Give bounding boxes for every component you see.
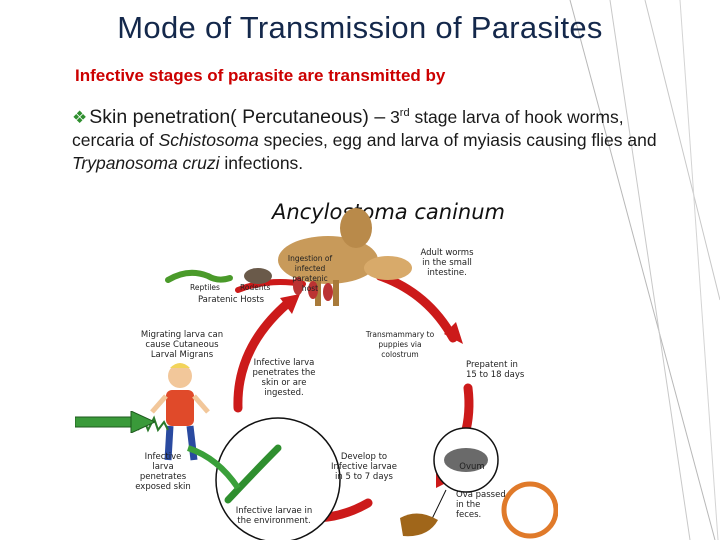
label-paratenic-hosts: Paratenic Hosts [197,295,265,305]
label-ingestion: Ingestion of infected paratenic host [287,254,333,293]
cycle-arrow-top [375,271,458,343]
dog-illustration [278,208,412,306]
life-cycle-diagram [137,208,558,540]
slide-title: Mode of Transmission of Parasites [117,10,603,45]
lead-text: Skin penetration( Percutaneous) – [89,105,386,128]
label-infective-env: Infective larvae in the environment. [235,506,313,526]
cycle-arrow-left [233,298,293,413]
label-infective-penetrates: Infective larva penetrates the skin or a… [252,358,316,398]
label-migrating-larva: Migrating larva can cause Cutaneous Larv… [140,330,224,360]
cycle-arrowhead-top [444,322,463,344]
body-part-2: species, egg and larva of myiasis causin… [258,129,657,150]
larva-worm [224,444,282,504]
genus-schistosoma: Schistosoma [158,129,259,150]
diamond-bullet-icon: ❖ [72,107,88,127]
slide-subtitle: Infective stages of parasite are transmi… [75,66,446,85]
label-reptiles: Reptiles [190,283,220,292]
feces-shape [400,513,438,537]
genus-trypanosoma: Trypanosoma cruzi [72,152,220,173]
ordinal-number: 3 [390,106,400,127]
label-rodents: Rodents [240,283,271,292]
veterinary-badge [501,481,558,539]
grass-blade [186,445,241,490]
label-prepatent: Prepatent in 15 to 18 days [466,360,525,380]
label-transmammary: Transmammary to puppies via colostrum [365,330,435,359]
cycle-arrowhead-left [280,294,300,314]
environment-circle [215,417,341,540]
label-develop: Develop to Infective larvae in 5 to 7 da… [331,452,397,482]
label-adult-worms: Adult worms in the small intestine. [420,248,474,278]
label-infective-exposed: Infective larva penetrates exposed skin [135,452,191,492]
green-pointer-arrow [75,411,155,433]
decorative-lines [569,0,720,540]
child-illustration [150,363,210,461]
body-text: ❖Skin penetration( Percutaneous) – 3rd s… [72,102,672,175]
ovum-shape [444,448,488,472]
label-ovum: Ovum [459,462,485,472]
diagram-title: Ancylostoma caninum [272,200,505,224]
label-ova-passed: Ova passed in the feces. [456,490,506,520]
body-part-3: infections. [219,152,304,173]
lizard-illustration [165,269,233,283]
ordinal-suffix: rd [399,107,410,119]
body-part-1: stage larva of hook worms, cercaria of [72,106,624,150]
rodent-illustration [244,268,272,284]
